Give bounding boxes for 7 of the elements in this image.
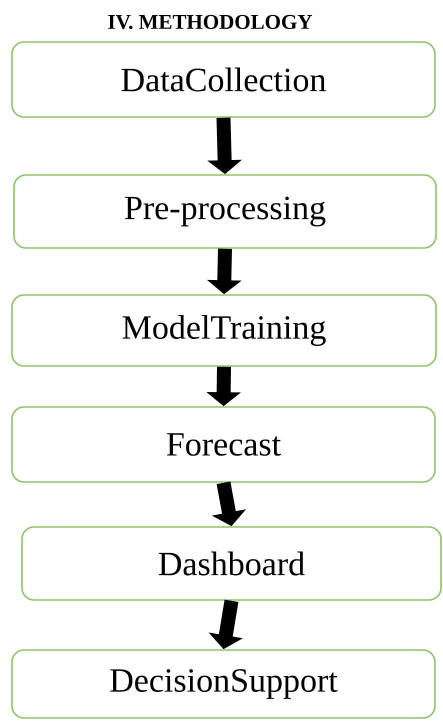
process-box: DataCollection xyxy=(11,41,436,118)
process-box: Forecast xyxy=(11,406,436,483)
process-box: ModelTraining xyxy=(11,294,437,367)
process-box: DecisionSupport xyxy=(11,649,436,719)
heading: IV. METHODOLOGY xyxy=(108,14,312,30)
process-box: Pre-processing xyxy=(13,174,437,249)
process-box: Dashboard xyxy=(21,526,442,601)
